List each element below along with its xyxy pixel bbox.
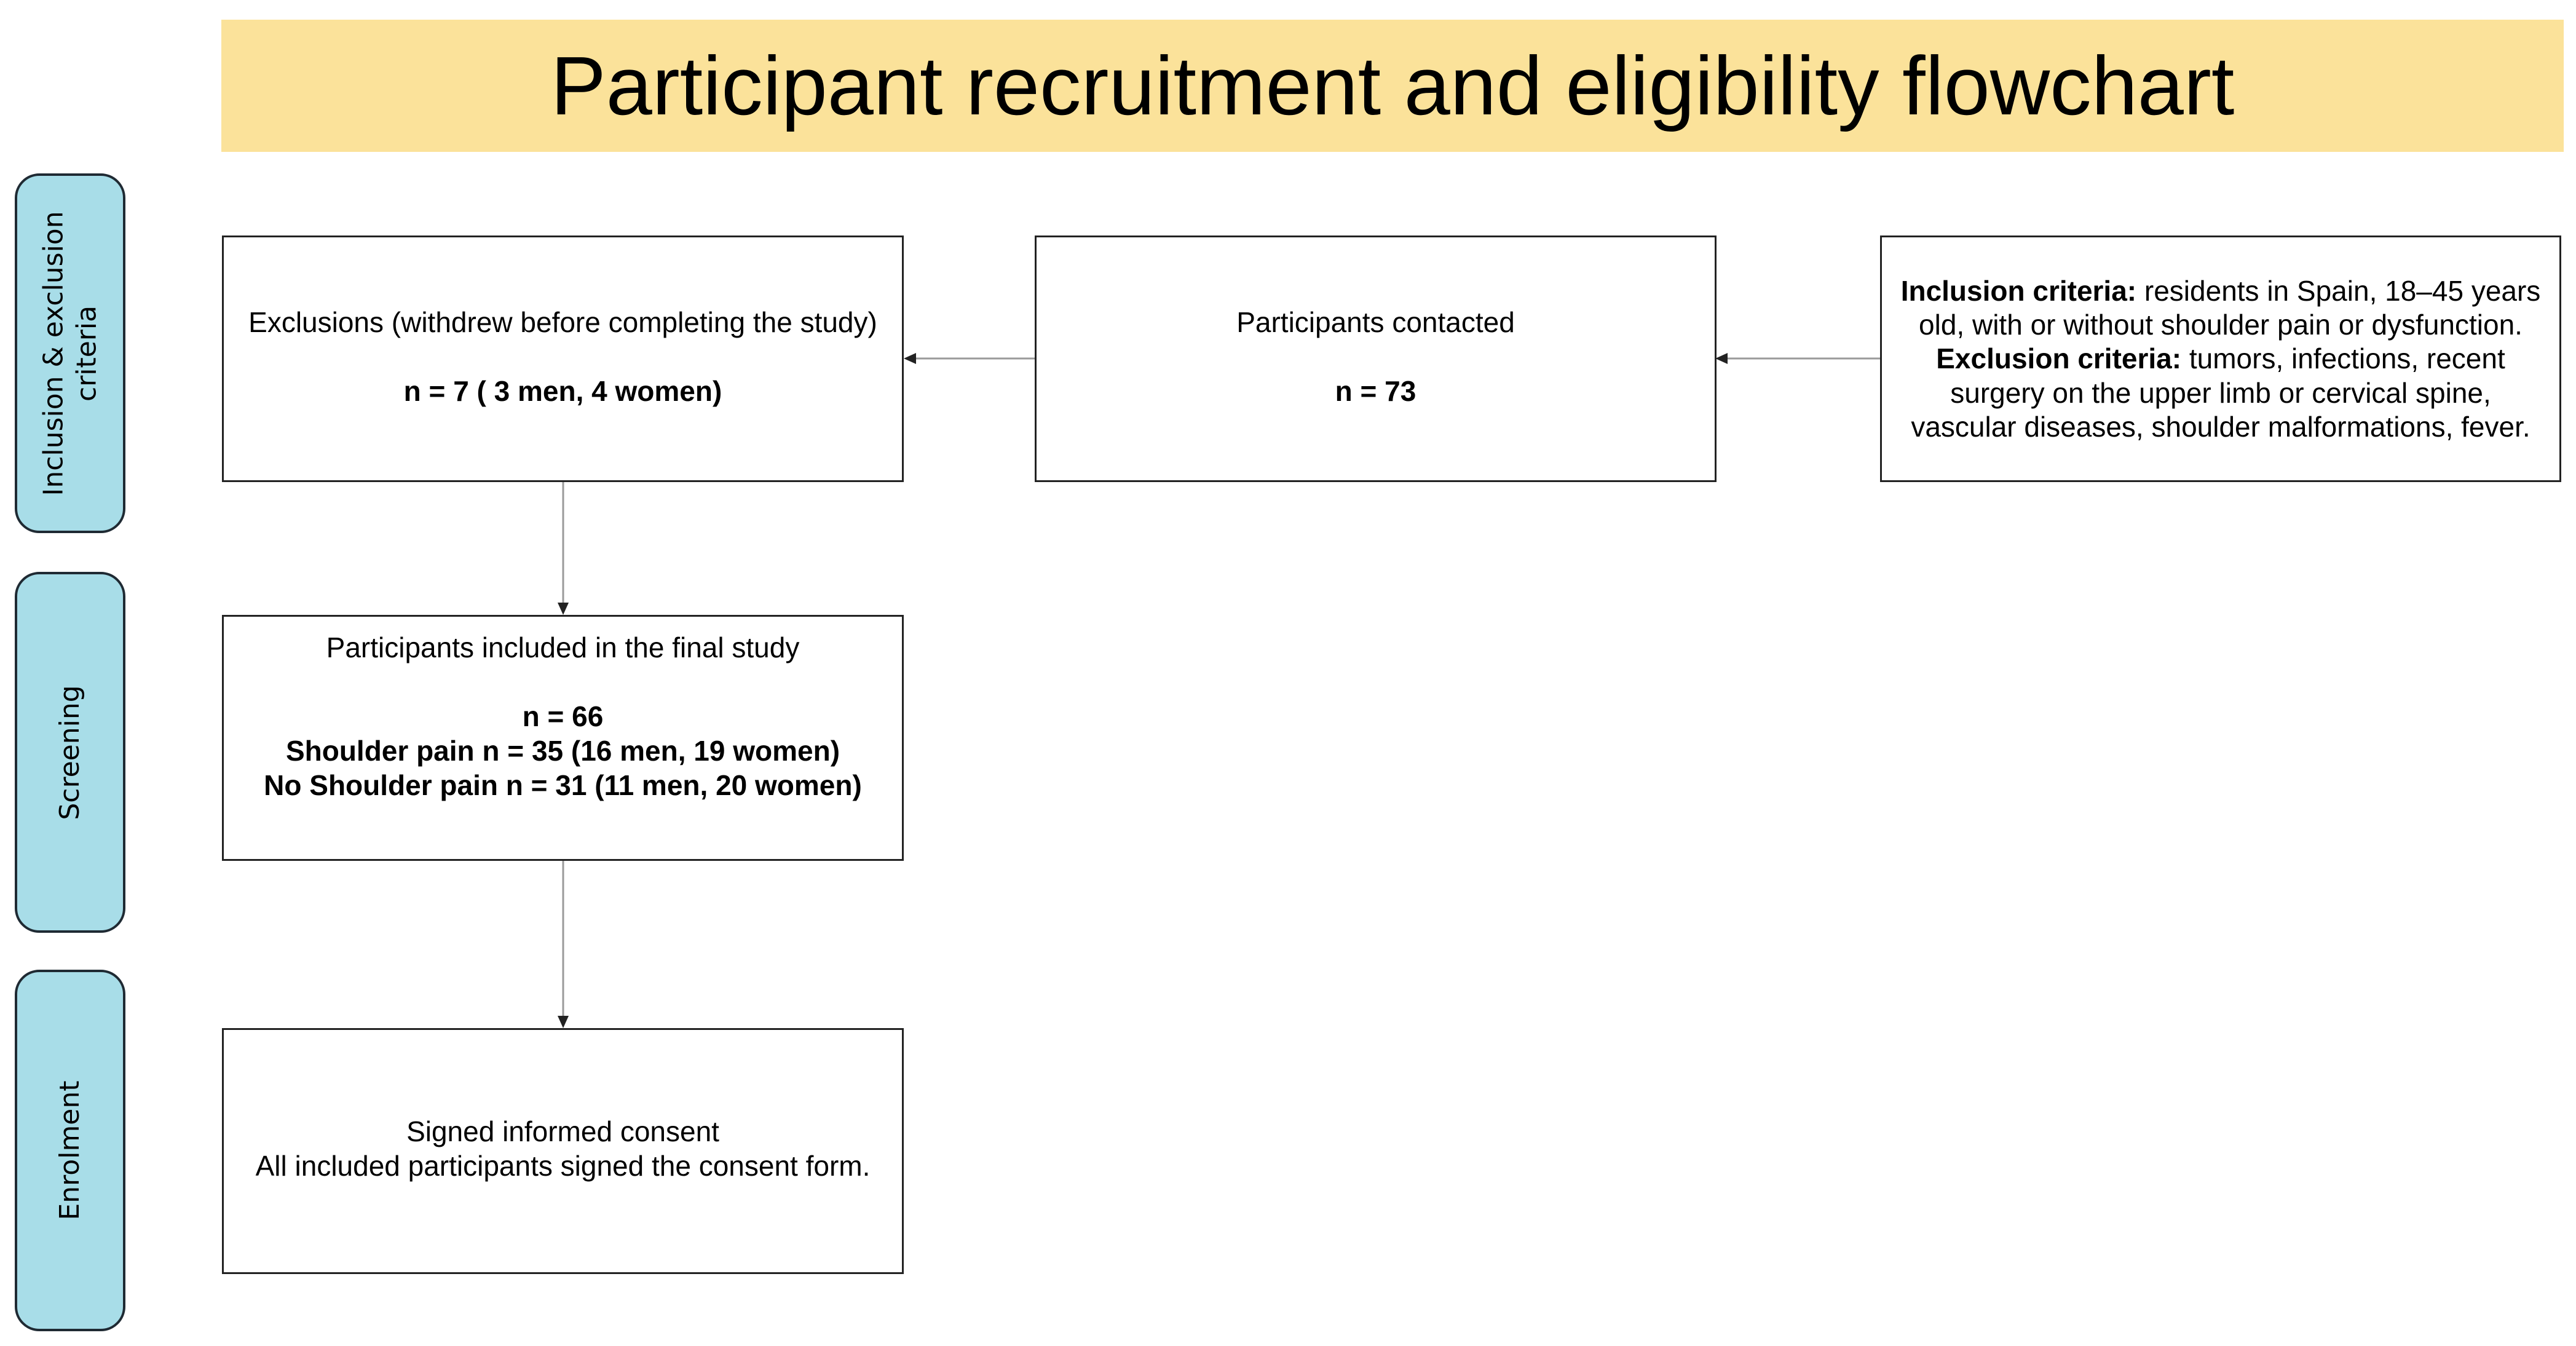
page-title: Participant recruitment and eligibility … <box>550 39 2235 132</box>
exclusion-criteria-label: Exclusion criteria: <box>1936 342 2182 375</box>
criteria-box: Inclusion criteria: residents in Spain, … <box>1880 236 2561 482</box>
phase-inclusion-exclusion: Inclusion & exclusion criteria <box>15 173 125 533</box>
included-box: Participants included in the final study… <box>222 615 904 861</box>
inclusion-criteria-text-2: old, with or without shoulder pain or dy… <box>1919 309 2523 341</box>
arrowhead-contacted <box>1715 353 1728 364</box>
exclusions-count: n = 7 ( 3 men, 4 women) <box>403 375 722 408</box>
included-count: n = 66 <box>522 700 604 733</box>
included-no-shoulder-pain: No Shoulder pain n = 31 (11 men, 20 wome… <box>264 769 862 802</box>
arrowhead-included <box>558 603 569 615</box>
inclusion-criteria-text-1: residents in Spain, 18–45 years <box>2136 275 2541 307</box>
exclusion-criteria-line1: Exclusion criteria: tumors, infections, … <box>1882 342 2559 376</box>
arrowhead-exclusions <box>904 353 916 364</box>
contacted-heading: Participants contacted <box>1236 306 1515 338</box>
phase-screening: Screening <box>15 572 125 933</box>
exclusions-box: Exclusions (withdrew before completing t… <box>222 236 904 482</box>
contacted-count: n = 73 <box>1335 375 1416 408</box>
phase-enrolment: Enrolment <box>15 970 125 1331</box>
included-shoulder-pain: Shoulder pain n = 35 (16 men, 19 women) <box>285 735 840 767</box>
consent-box: Signed informed consent All included par… <box>222 1028 904 1274</box>
exclusion-criteria-text-1: tumors, infections, recent <box>2181 342 2505 375</box>
exclusions-heading: Exclusions (withdrew before completing t… <box>248 306 877 338</box>
arrowhead-consent <box>558 1016 569 1028</box>
exclusion-criteria-text-2: surgery on the upper limb or cervical sp… <box>1950 376 2491 409</box>
included-heading: Participants included in the final study <box>326 631 800 663</box>
consent-detail: All included participants signed the con… <box>255 1150 871 1182</box>
contacted-box: Participants contacted n = 73 <box>1035 236 1717 482</box>
inclusion-criteria-line1: Inclusion criteria: residents in Spain, … <box>1882 274 2559 308</box>
exclusion-criteria-text-3: vascular diseases, shoulder malformation… <box>1911 410 2531 443</box>
consent-heading: Signed informed consent <box>406 1115 719 1147</box>
title-banner: Participant recruitment and eligibility … <box>221 20 2564 152</box>
inclusion-criteria-label: Inclusion criteria: <box>1900 275 2137 307</box>
